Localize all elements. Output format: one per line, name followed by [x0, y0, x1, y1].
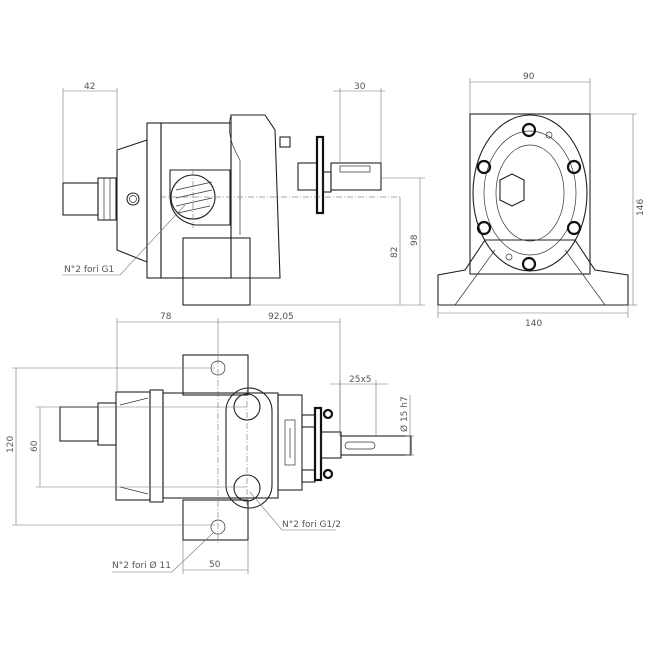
drive-flange-top	[313, 406, 323, 482]
dim-42: 42	[84, 82, 95, 92]
foot-top	[182, 354, 249, 396]
hole-note-d11: N°2 fori Ø 11	[112, 560, 171, 571]
rear-cap	[116, 139, 148, 263]
dim-shaft-diameter: Ø 15 h7	[399, 396, 410, 432]
dim-92-05: 92,05	[268, 312, 294, 322]
port-note-g1: N°2 fori G1	[64, 265, 114, 275]
foot-bottom	[182, 499, 249, 541]
mount-foot	[182, 237, 251, 306]
side-view: 42 30 82 98 N°2 fori G1	[62, 82, 425, 306]
top-view: 78 92,05 120 60 25x5 Ø 15 h7 50 N°2 fori…	[6, 312, 414, 574]
front-view: 90 146 140	[437, 72, 646, 329]
rear-flange	[146, 122, 162, 279]
port-boss	[225, 387, 273, 509]
drive-shaft-top	[340, 435, 412, 456]
rear-shaft-stub-top	[59, 406, 99, 442]
dim-90: 90	[523, 72, 535, 82]
dim-25x5: 25x5	[349, 375, 372, 385]
front-housing	[230, 114, 281, 279]
drive-shaft	[330, 162, 382, 191]
base	[437, 239, 629, 306]
rear-shaft-stub	[62, 182, 99, 216]
dim-140: 140	[525, 319, 542, 329]
pump-body-top	[162, 392, 279, 499]
dim-98: 98	[410, 234, 420, 246]
dim-50: 50	[209, 560, 221, 570]
end-cover	[472, 114, 588, 272]
dim-146: 146	[636, 199, 646, 216]
drive-flange	[315, 135, 325, 215]
port-note-g1-2: N°2 fori G1/2	[282, 520, 341, 530]
dim-60: 60	[30, 440, 40, 452]
bolt-holes	[476, 122, 582, 272]
dim-82: 82	[390, 247, 400, 258]
dim-30: 30	[354, 82, 366, 92]
rotation-arrow-plate	[284, 419, 296, 466]
dim-120: 120	[6, 436, 16, 453]
dim-78: 78	[160, 312, 172, 322]
hex-plug	[499, 173, 525, 207]
